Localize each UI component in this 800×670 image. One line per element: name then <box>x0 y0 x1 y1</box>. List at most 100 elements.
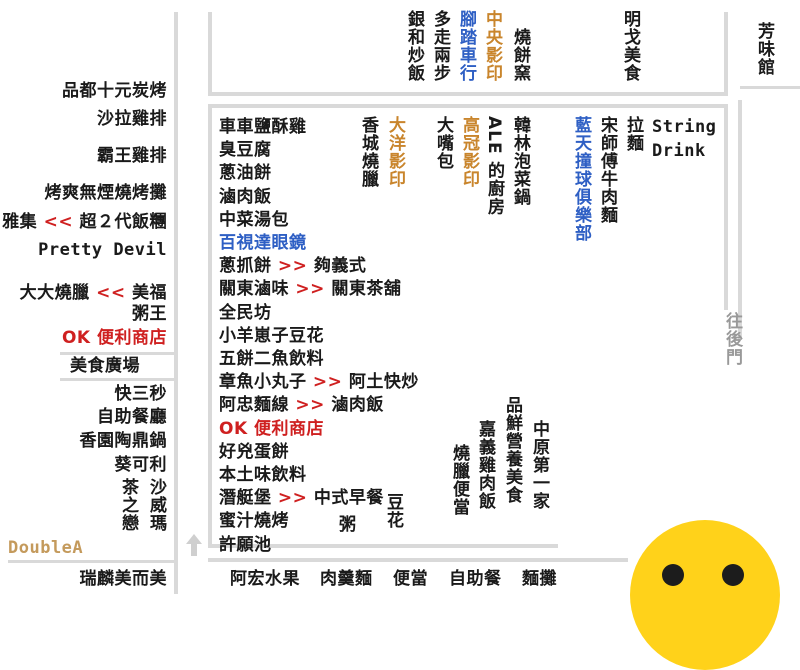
shop-cha-zhi-lian: 茶之戀 <box>118 478 138 532</box>
center-list-item-11: 章魚小丸子 >> 阿土快炒 <box>219 371 419 394</box>
shop-fangwei: 芳味館 <box>754 22 774 76</box>
shop-double-a: DoubleA <box>8 538 84 558</box>
shop-kuaisanmiao: 快三秒 <box>114 384 167 404</box>
arrow-right-11: >> <box>306 372 349 393</box>
wall-center-right <box>724 104 728 310</box>
shop-string-drink-1: String <box>652 117 717 137</box>
center-list-item-16-from: 潛艇堡 <box>219 488 272 509</box>
shop-zhongyuan: 中原第一家 <box>529 420 549 510</box>
shop-lantian: 藍天撞球俱樂部 <box>571 116 591 242</box>
shop-yinhe: 銀和炒飯 <box>404 10 424 82</box>
up-arrow-stem <box>191 544 197 556</box>
center-list-item-10: 五餅二魚飲料 <box>219 349 324 369</box>
center-list-item-0: 車車鹽酥雞 <box>219 117 307 137</box>
wall-center-top <box>208 104 728 108</box>
up-arrow-icon <box>186 534 202 544</box>
arrow-right-6: >> <box>271 256 314 277</box>
center-list-item-12-to: 滷肉飯 <box>331 395 384 416</box>
shop-duozou: 多走兩步 <box>430 10 450 82</box>
center-list-item-12: 阿忠麵線 >> 滷肉飯 <box>219 394 384 417</box>
center-list-item-9: 小羊崽子豆花 <box>219 325 324 346</box>
center-list-item-6: 蔥抓餅 >> 夠義式 <box>219 255 366 278</box>
center-list-item-7-from: 關東滷味 <box>219 279 289 300</box>
center-list-item-6-from: 蔥抓餅 <box>219 256 272 277</box>
shop-pretty-devil: Pretty Devil <box>38 240 167 260</box>
campus-food-map: 銀和炒飯 多走兩步 腳踏車行 中央影印 燒餅窯 明戈美食 芳味館 品都十元炭烤 … <box>2 10 800 670</box>
wall-top-left-vertical <box>174 12 178 594</box>
center-list-item-7: 關東滷味 >> 關東茶舖 <box>219 278 401 301</box>
wall-left-food-court-bottom <box>60 378 176 381</box>
center-list-item-16: 潛艇堡 >> 中式早餐 <box>219 487 384 510</box>
arrow-left-yaji: << <box>43 212 74 232</box>
shop-meifu: 美福 <box>132 283 167 303</box>
smiley-face <box>630 520 780 670</box>
bottom-row-item-4: 麵攤 <box>522 569 557 589</box>
smiley-right-eye <box>722 564 744 586</box>
shop-xiangcheng: 香城燒臘 <box>358 116 378 188</box>
shop-shala: 沙拉雞排 <box>97 109 167 129</box>
center-list-item-11-to: 阿土快炒 <box>348 372 419 393</box>
shop-jiaota: 腳踏車行 <box>456 10 476 82</box>
bottom-row-item-3: 自助餐 <box>449 569 502 589</box>
wall-top-block-right <box>724 12 728 96</box>
arrow-right-12: >> <box>289 395 332 416</box>
shop-xiangyuan: 香園陶鼎鍋 <box>79 431 167 451</box>
shop-shaobing: 燒餅窯 <box>510 28 530 82</box>
wall-right-vertical <box>738 100 742 340</box>
center-list-item-11-from: 章魚小丸子 <box>219 372 307 393</box>
center-list-item-16-to: 中式早餐 <box>313 488 384 509</box>
shop-string-drink-2: Drink <box>652 141 706 161</box>
food-court-label: 美食廣場 <box>70 356 140 376</box>
wall-left-food-court-top <box>60 352 176 355</box>
center-list-item-15: 本土味飲料 <box>219 465 307 485</box>
shop-mingge: 明戈美食 <box>620 10 640 82</box>
wall-left-bottom <box>8 560 176 563</box>
shop-zhouwang: 粥王 <box>132 304 167 324</box>
shop-dada: 大大燒臘 <box>19 283 90 303</box>
center-list-item-18: 許願池 <box>219 534 272 555</box>
shop-jiayi: 嘉義雞肉飯 <box>475 420 495 510</box>
shop-zhongyang: 中央影印 <box>482 10 502 82</box>
arrow-right-7: >> <box>289 279 332 300</box>
shop-shawei-ma: 沙威瑪 <box>146 478 166 532</box>
shop-songshi: 宋師傅牛肉麵 <box>597 116 617 224</box>
wall-top-block-left <box>208 12 212 96</box>
shop-lamian: 拉麵 <box>623 116 643 152</box>
shop-zhou: 粥 <box>335 515 355 533</box>
center-list-item-8: 全民坊 <box>219 302 272 323</box>
wall-top-right-h <box>740 86 800 89</box>
smiley-left-eye <box>662 564 684 586</box>
center-list-item-6-to: 夠義式 <box>313 256 367 277</box>
shop-ale: ALE 的廚房 <box>484 116 504 216</box>
shop-dazui: 大嘴包 <box>433 116 453 170</box>
center-list-item-5: 百視達眼鏡 <box>219 233 307 253</box>
bottom-row-item-2: 便當 <box>393 569 428 589</box>
wall-bottom-row-top <box>208 558 628 562</box>
shop-ruilin: 瑞麟美而美 <box>79 569 167 589</box>
center-list-item-7-to: 關東茶舖 <box>331 279 402 300</box>
center-list-item-14: 好兇蛋餅 <box>219 441 289 462</box>
shop-hanlin: 韓林泡菜鍋 <box>510 116 530 206</box>
shop-kaoshuang: 烤爽無煙燒烤攤 <box>44 183 167 203</box>
shop-pinxian: 品鮮營養美食 <box>502 396 522 504</box>
wall-center-bottom <box>208 544 558 548</box>
center-list-item-4: 中菜湯包 <box>219 209 289 230</box>
center-list-item-2: 蔥油餅 <box>219 163 272 184</box>
shop-yaji-row: 雅集 << 超２代飯糰 <box>2 211 167 234</box>
shop-dada-row: 大大燒臘 << 美福 <box>20 282 167 305</box>
shop-yaji: 雅集 <box>2 212 38 232</box>
shop-ok-left: OK 便利商店 <box>61 328 167 348</box>
shop-gaoguan: 高冠影印 <box>459 116 479 188</box>
center-list-item-3: 滷肉飯 <box>219 186 272 207</box>
shop-dayang: 大洋影印 <box>385 116 405 188</box>
wall-top-block-bottom <box>208 92 728 96</box>
center-list-item-17: 蜜汁燒烤 <box>219 511 289 532</box>
shop-douhua: 豆花 <box>383 493 403 529</box>
shop-zizhu-left: 自助餐廳 <box>97 407 167 427</box>
shop-bawang: 霸王雞排 <box>97 146 167 166</box>
shop-shaola-biandang: 燒臘便當 <box>449 444 469 516</box>
center-list-item-1: 臭豆腐 <box>219 140 272 161</box>
center-list-item-13: OK 便利商店 <box>219 418 325 439</box>
wall-center-left <box>208 104 212 548</box>
shop-chao2dai: 超２代飯糰 <box>79 212 167 232</box>
